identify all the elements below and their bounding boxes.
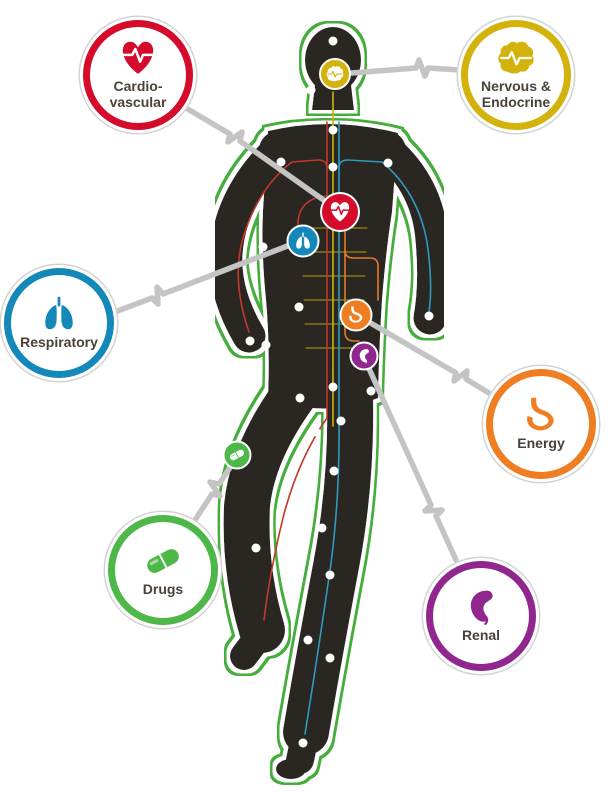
stomach-icon xyxy=(519,396,563,434)
kidney-icon xyxy=(459,588,503,626)
connector-nervous-endocrine xyxy=(349,57,462,79)
connectors xyxy=(112,57,492,563)
node-dots xyxy=(245,36,434,748)
system-circle-drugs: Drugs xyxy=(108,515,218,625)
kidney-marker-icon xyxy=(349,341,379,371)
system-circle-respiratory: Respiratory xyxy=(4,268,114,378)
system-circle-cardiovascular: Cardio- vascular xyxy=(83,20,193,130)
system-circle-nervous-endocrine: Nervous & Endocrine xyxy=(461,20,571,130)
connector-renal xyxy=(363,359,459,563)
body-silhouette xyxy=(209,27,451,779)
system-circle-renal: Renal xyxy=(426,561,536,671)
connector-energy xyxy=(359,315,492,396)
capsule-marker-icon xyxy=(222,440,252,470)
brain-marker-icon xyxy=(319,58,351,90)
system-label-drugs: Drugs xyxy=(142,581,184,598)
capsule-icon xyxy=(141,542,185,580)
connector-cardiovascular xyxy=(183,105,335,209)
connector-respiratory xyxy=(112,242,293,315)
system-label-renal: Renal xyxy=(461,627,501,644)
heart-marker-icon xyxy=(320,192,360,232)
system-label-nervous-endocrine: Nervous & Endocrine xyxy=(480,78,552,110)
organ-markers xyxy=(222,58,379,470)
lungs-marker-icon xyxy=(286,224,320,258)
system-circle-energy: Energy xyxy=(486,369,596,479)
heart-pulse-icon xyxy=(116,39,160,77)
system-label-cardiovascular: Cardio- vascular xyxy=(109,78,167,110)
liver-marker-icon xyxy=(339,298,373,332)
system-label-respiratory: Respiratory xyxy=(20,334,98,351)
system-label-energy: Energy xyxy=(517,435,565,452)
lungs-icon xyxy=(37,295,81,333)
connector-drugs xyxy=(192,457,238,523)
brain-pulse-icon xyxy=(494,39,538,77)
